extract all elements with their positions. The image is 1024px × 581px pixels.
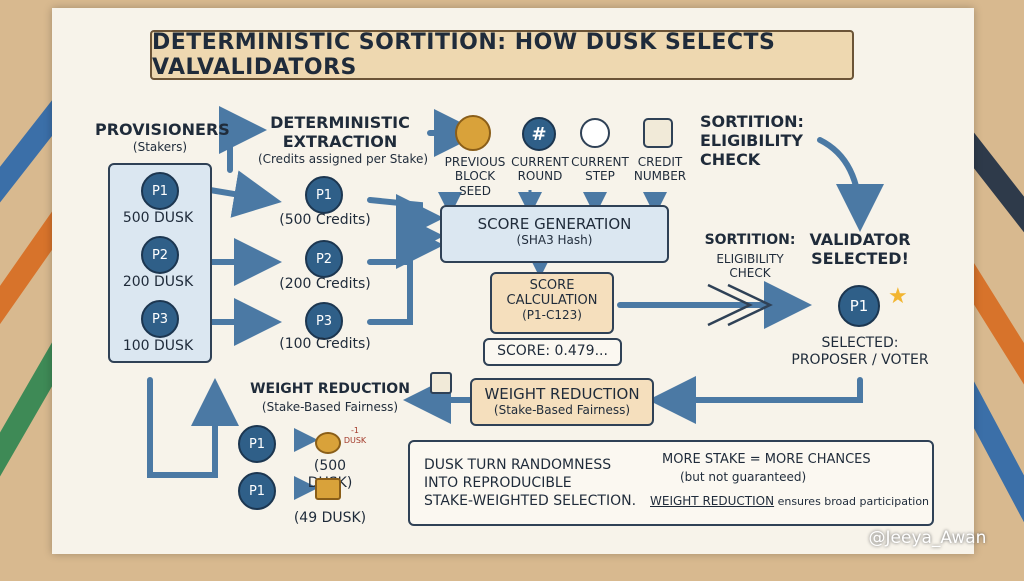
reduction-p1-amount-after: (49 DUSK) (293, 510, 367, 526)
score-calculation-sub: (P1-C123) (522, 308, 582, 322)
star-icon: ★ (888, 284, 908, 309)
weight-reduction-box: WEIGHT REDUCTION (Stake-Based Fairness) (470, 378, 654, 426)
summary-right-tail: ensures broad participation (774, 495, 930, 508)
provisioner-p2-amount: 200 DUSK (122, 274, 194, 290)
watermark: @Jeeya_Awan (868, 528, 987, 548)
provisioners-heading: PROVISIONERS (95, 120, 230, 139)
validator-coin: P1 (838, 285, 880, 327)
weight-reduction-box-sub: (Stake-Based Fairness) (493, 403, 631, 417)
extraction-subheading: (Credits assigned per Stake) (257, 152, 429, 166)
validator-role: SELECTED: PROPOSER / VOTER (791, 335, 929, 368)
reduction-p1-coin-after: P1 (238, 472, 276, 510)
extraction-p2-coin: P2 (305, 240, 343, 278)
summary-right-sub: (but not guaranteed) (680, 470, 807, 484)
coins-icon (455, 115, 491, 151)
score-calculation-label: SCORE CALCULATION (506, 278, 598, 308)
input-credit-number: CREDIT NUMBER (633, 155, 687, 184)
input-current-step: CURRENT STEP (571, 155, 629, 184)
input-previous-block-seed: PREVIOUS BLOCK SEED (444, 155, 506, 198)
extraction-p1-coin: P1 (305, 176, 343, 214)
eligibility-check-mid-sub: ELIGIBILITY CHECK (716, 252, 784, 281)
summary-right-main: MORE STAKE = MORE CHANCES (662, 452, 871, 467)
extraction-heading: DETERMINISTIC EXTRACTION (270, 113, 410, 152)
extraction-p1-credits: (500 Credits) (279, 212, 371, 228)
dice-icon (430, 372, 452, 394)
provisioner-p2-coin: P2 (141, 236, 179, 274)
validator-heading: VALIDATOR SELECTED! (809, 230, 911, 269)
clock-icon (580, 118, 610, 148)
score-value: SCORE: 0.479... (497, 343, 608, 359)
hash-icon: # (522, 117, 556, 151)
score-generation-box: SCORE GENERATION (SHA3 Hash) (440, 205, 669, 263)
summary-box: DUSK TURN RANDOMNESS INTO REPRODUCIBLE S… (408, 440, 934, 526)
provisioners-subheading: (Stakers) (132, 140, 188, 154)
score-generation-label: SCORE GENERATION (477, 215, 632, 233)
score-calculation-box: SCORE CALCULATION (P1-C123) (490, 272, 614, 334)
weight-reduction-left-sub: (Stake-Based Fairness) (261, 400, 399, 414)
eligibility-check-top: SORTITION: ELIGIBILITY CHECK (700, 112, 804, 170)
extraction-p3-credits: (100 Credits) (279, 336, 371, 352)
score-generation-sub: (SHA3 Hash) (516, 233, 593, 247)
extraction-p3-coin: P3 (305, 302, 343, 340)
reduction-p1-coin: P1 (238, 425, 276, 463)
summary-right-line: WEIGHT REDUCTION ensures broad participa… (650, 494, 930, 508)
provisioner-p1-amount: 500 DUSK (122, 210, 194, 226)
summary-left-text: DUSK TURN RANDOMNESS INTO REPRODUCIBLE S… (424, 457, 637, 510)
page-title: DETERMINISTIC SORTITION: HOW DUSK SELECT… (152, 30, 776, 80)
weight-reduction-left-label: WEIGHT REDUCTION (250, 381, 410, 397)
weight-reduction-box-label: WEIGHT REDUCTION (484, 385, 640, 403)
title-banner: DETERMINISTIC SORTITION: HOW DUSK SELECT… (150, 30, 854, 80)
score-value-box: SCORE: 0.479... (483, 338, 622, 366)
provisioner-p1-coin: P1 (141, 172, 179, 210)
summary-right-bold: WEIGHT REDUCTION (650, 494, 775, 508)
chest-icon (315, 478, 341, 500)
provisioner-p3-amount: 100 DUSK (122, 338, 194, 354)
input-current-round: CURRENT ROUND (511, 155, 569, 184)
dice-icon (643, 118, 673, 148)
eligibility-check-mid-label: SORTITION: (704, 232, 796, 248)
extraction-p2-credits: (200 Credits) (279, 276, 371, 292)
coins-icon (315, 432, 341, 454)
provisioner-p3-coin: P3 (141, 300, 179, 338)
reduction-badge: -1 DUSK (343, 426, 367, 445)
